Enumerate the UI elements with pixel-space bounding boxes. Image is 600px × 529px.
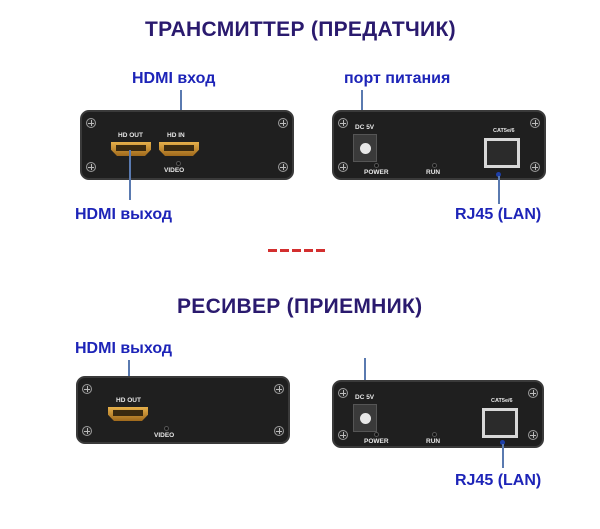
port-label-dc: DC 5V <box>355 394 375 401</box>
separator-dash <box>280 249 289 252</box>
screw-icon <box>338 162 348 172</box>
screw-icon <box>274 426 284 436</box>
screw-icon <box>528 388 538 398</box>
led-indicator-icon <box>164 426 169 431</box>
label-hdmi-in: HDMI вход <box>132 70 216 87</box>
led-label-power: POWER <box>364 169 389 176</box>
port-label-hd-in: HD IN <box>167 132 185 139</box>
dc-power-jack-icon <box>353 134 377 162</box>
label-hdmi-out: HDMI выход <box>75 206 173 223</box>
port-label-cat: CAT5e/6 <box>493 128 515 134</box>
transmitter-title: ТРАНСМИТТЕР (ПРЕДАТЧИК) <box>145 18 456 41</box>
hdmi-in-port-icon <box>159 142 199 156</box>
screw-icon <box>338 118 348 128</box>
rj45-port-icon <box>484 138 520 168</box>
separator-dash <box>268 249 277 252</box>
screw-icon <box>278 162 288 172</box>
screw-icon <box>82 384 92 394</box>
led-indicator-icon <box>374 432 379 437</box>
port-label-hd-out: HD OUT <box>116 397 141 404</box>
receiver-title: РЕСИВЕР (ПРИЕМНИК) <box>177 295 423 318</box>
connector-line <box>502 444 504 468</box>
screw-icon <box>278 118 288 128</box>
led-indicator-icon <box>432 432 437 437</box>
screw-icon <box>530 118 540 128</box>
connector-line <box>364 358 366 394</box>
connector-line <box>498 176 500 204</box>
hdmi-out-port-icon <box>111 142 151 156</box>
led-indicator-icon <box>176 161 181 166</box>
label-rj45: RJ45 (LAN) <box>455 206 542 223</box>
screw-icon <box>338 388 348 398</box>
label-power-port: порт питания <box>344 70 451 87</box>
separator-dash <box>316 249 325 252</box>
led-label-run: RUN <box>426 438 441 445</box>
section-separator <box>268 249 325 252</box>
receiver-label-hdmi-out: HDMI выход <box>75 340 173 357</box>
connector-line <box>361 90 363 120</box>
connector-dot <box>496 172 501 177</box>
screw-icon <box>338 430 348 440</box>
screw-icon <box>86 162 96 172</box>
led-label-video: VIDEO <box>164 167 185 174</box>
led-label-power: POWER <box>364 438 389 445</box>
port-label-dc: DC 5V <box>355 124 375 131</box>
port-label-hd-out: HD OUT <box>118 132 143 139</box>
rj45-port-icon <box>482 408 518 438</box>
receiver-label-rj45: RJ45 (LAN) <box>455 472 542 489</box>
screw-icon <box>82 426 92 436</box>
screw-icon <box>530 162 540 172</box>
screw-icon <box>528 430 538 440</box>
dc-power-jack-icon <box>353 404 377 432</box>
receiver-rear-panel: DC 5V POWER RUN CAT5e/6 <box>332 380 544 448</box>
receiver-front-panel: HD OUT VIDEO <box>76 376 290 444</box>
connector-line <box>129 150 131 200</box>
port-label-cat: CAT5e/6 <box>491 398 513 404</box>
transmitter-rear-panel: DC 5V POWER RUN CAT5e/6 <box>332 110 546 180</box>
led-indicator-icon <box>432 163 437 168</box>
led-label-video: VIDEO <box>154 432 175 439</box>
screw-icon <box>86 118 96 128</box>
led-label-run: RUN <box>426 169 441 176</box>
transmitter-front-panel: HD OUT HD IN VIDEO <box>80 110 294 180</box>
screw-icon <box>274 384 284 394</box>
connector-dot <box>500 440 505 445</box>
separator-dash <box>292 249 301 252</box>
led-indicator-icon <box>374 163 379 168</box>
hdmi-out-port-icon <box>108 407 148 421</box>
separator-dash <box>304 249 313 252</box>
